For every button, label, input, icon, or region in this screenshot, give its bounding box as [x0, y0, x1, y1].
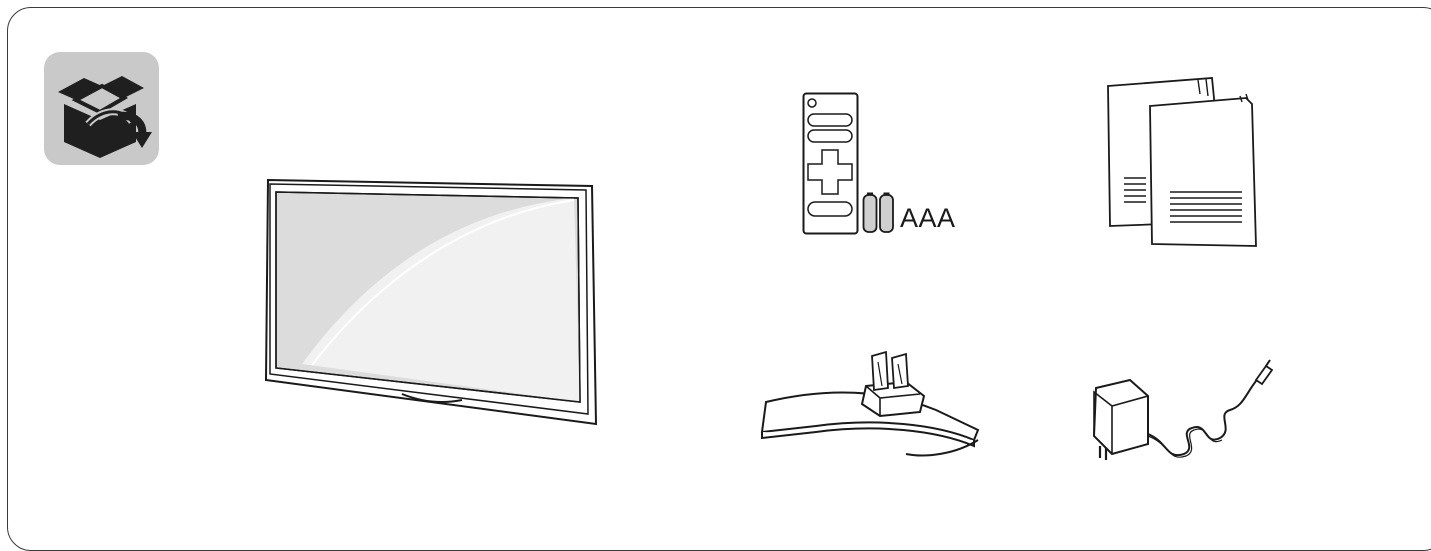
tv-monitor-icon — [262, 176, 602, 428]
remote-control-icon — [802, 92, 860, 236]
stand-base-icon — [756, 346, 982, 468]
ac-adapter-icon — [1088, 359, 1278, 464]
battery-type-label: AAA — [900, 203, 956, 233]
unpacking-box-icon — [44, 52, 159, 165]
batteries-icon — [862, 192, 896, 234]
manuals-icon — [1106, 76, 1264, 248]
